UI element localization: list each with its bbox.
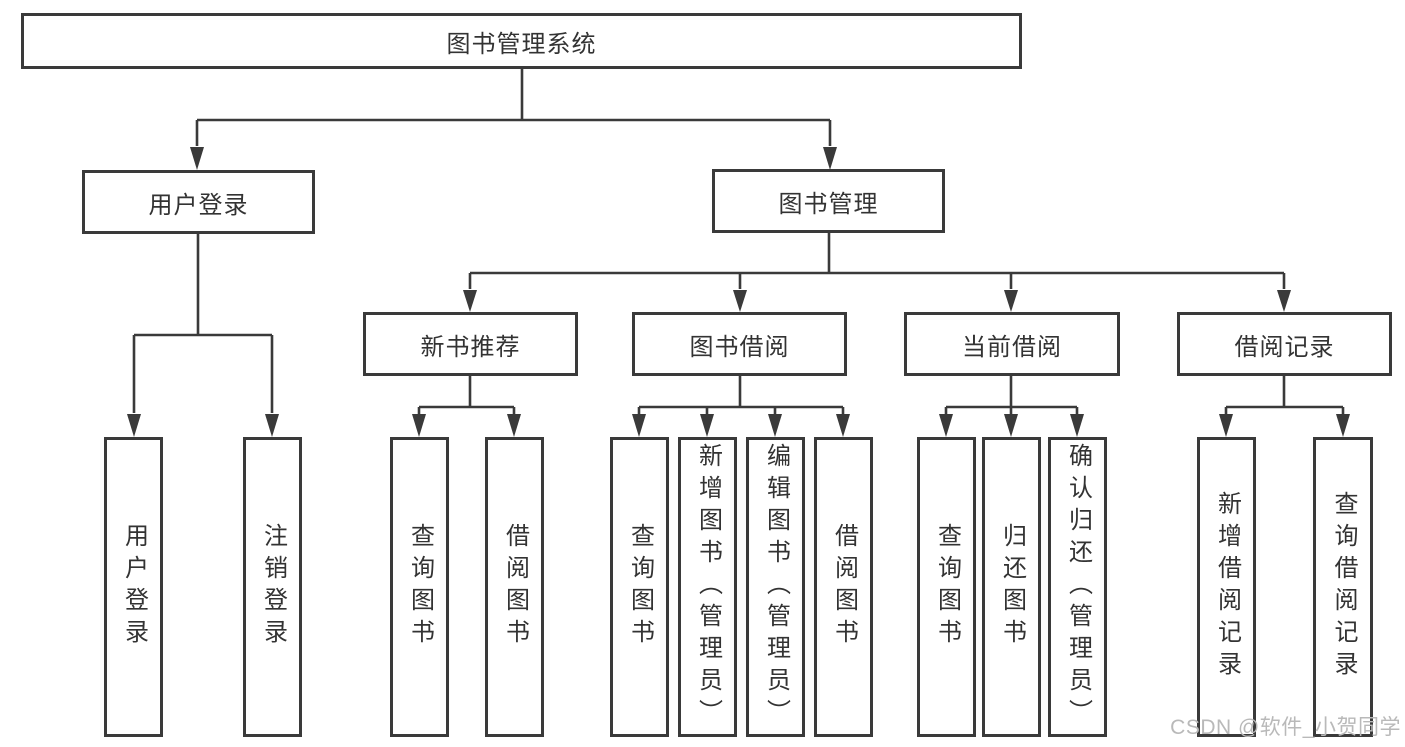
branch-current-borrow [939,375,1084,437]
node-borrow-record: 借阅记录 [1177,312,1392,376]
node-label: 图书管理系统 [446,30,597,58]
node-label: 当前借阅 [962,333,1062,361]
leaf-label: 查询图书 [406,523,434,651]
leaf-borrow-edit-books-admin: 编辑图书（管理员） [746,437,805,737]
leaf-label: 新增借阅记录 [1213,491,1241,683]
branch-root [190,68,837,170]
leaf-current-return-books: 归还图书 [982,437,1041,737]
node-label: 用户登录 [148,191,249,219]
leaf-label: 查询图书 [626,523,654,651]
branch-book-borrow [632,375,850,437]
leaf-current-confirm-return-admin: 确认归还（管理员） [1048,437,1107,737]
leaf-label: 新增图书（管理员） [694,443,722,731]
leaf-user-login: 用户登录 [104,437,163,737]
node-new-book-recommend: 新书推荐 [363,312,578,376]
leaf-label: 借阅图书 [830,523,858,651]
leaf-label: 查询图书 [933,523,961,651]
leaf-label: 注销登录 [259,523,287,651]
node-book-borrow: 图书借阅 [632,312,847,376]
node-label: 借阅记录 [1234,333,1335,361]
leaf-borrow-add-books-admin: 新增图书（管理员） [678,437,737,737]
branch-borrow-record [1219,375,1350,437]
leaf-label: 借阅图书 [501,523,529,651]
node-current-borrow: 当前借阅 [904,312,1120,376]
leaf-label: 用户登录 [120,523,148,651]
node-label: 图书借阅 [689,333,790,361]
leaf-label: 查询借阅记录 [1330,491,1357,683]
node-label: 图书管理 [778,190,879,218]
leaf-borrow-query-books: 查询图书 [610,437,669,737]
leaf-logout: 注销登录 [243,437,302,737]
branch-user-login [127,233,279,437]
node-book-management: 图书管理 [712,169,945,233]
node-root-system: 图书管理系统 [21,13,1022,69]
csdn-watermark: CSDN @软件_小贺同学 [1170,716,1401,739]
leaf-newbook-borrow-books: 借阅图书 [485,437,544,737]
leaf-label: 确认归还（管理员） [1064,443,1092,731]
leaf-label: 归还图书 [998,523,1026,651]
branch-book-management [463,233,1291,312]
leaf-record-query-borrow-record: 查询借阅记录 [1313,437,1373,737]
node-user-login: 用户登录 [82,170,315,234]
leaf-newbook-query-books: 查询图书 [390,437,449,737]
leaf-label: 编辑图书（管理员） [762,443,790,731]
branch-new-book [412,375,521,437]
node-label: 新书推荐 [420,333,521,361]
leaf-record-add-borrow-record: 新增借阅记录 [1197,437,1256,737]
leaf-borrow-borrow-books: 借阅图书 [814,437,873,737]
leaf-current-query-books: 查询图书 [917,437,976,737]
